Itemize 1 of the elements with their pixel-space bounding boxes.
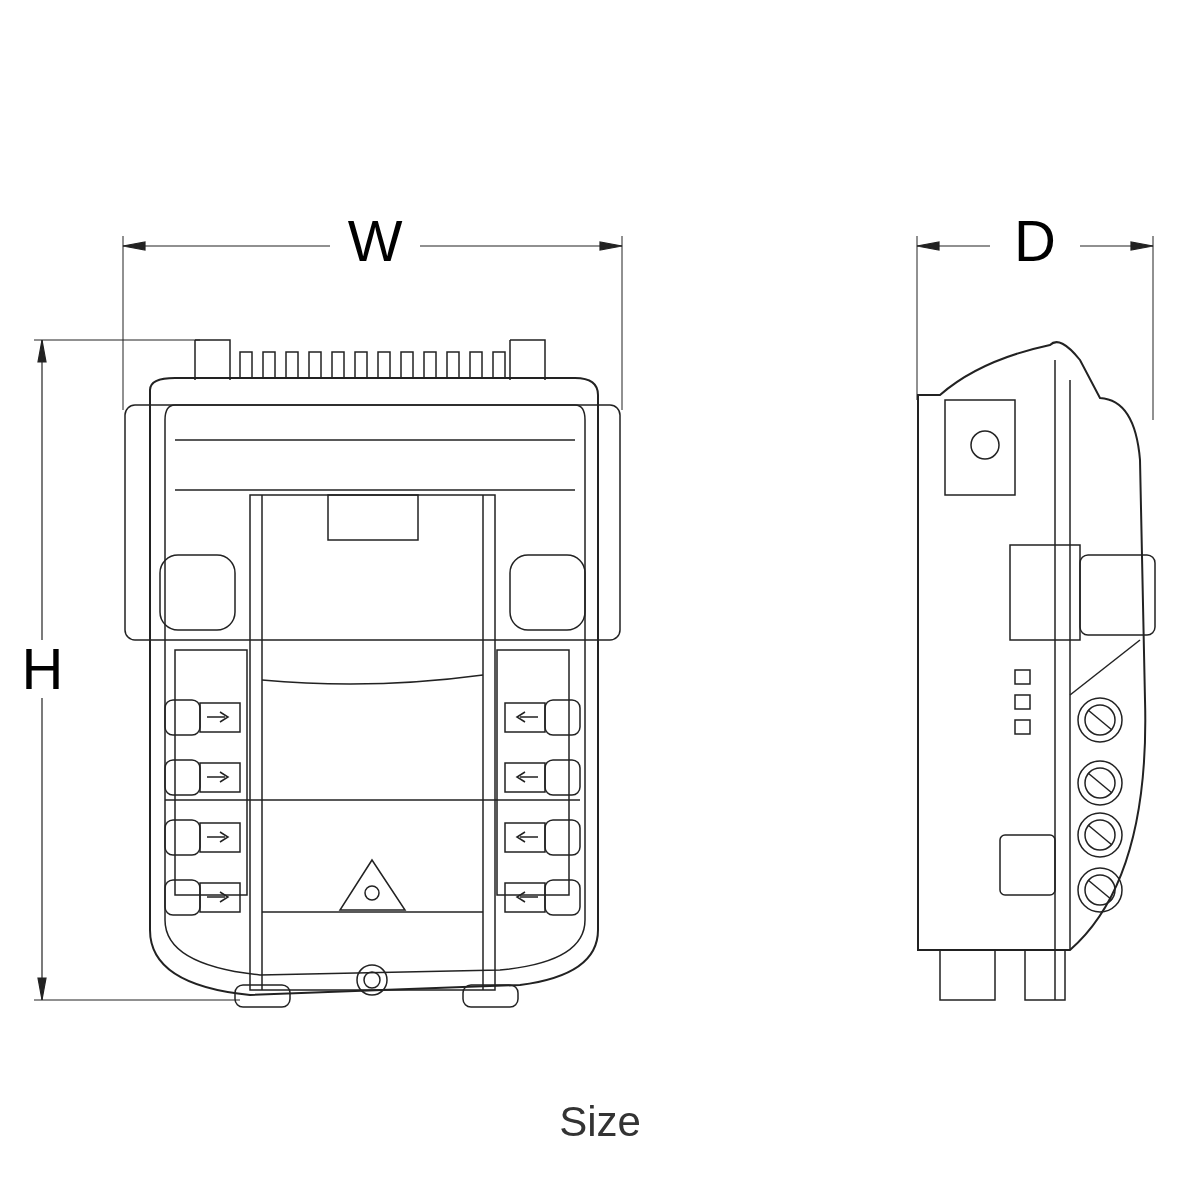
caption: Size (558, 1097, 642, 1147)
